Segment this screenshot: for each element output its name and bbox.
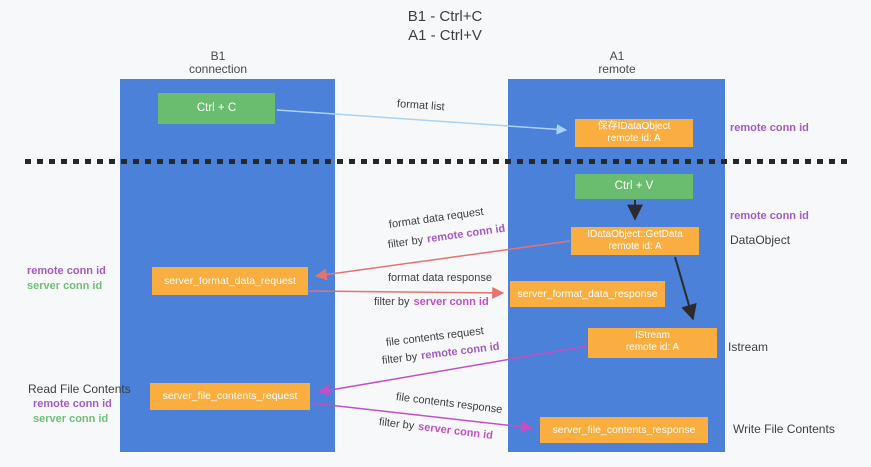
filter-key-remote-conn-id: remote conn id <box>426 222 506 246</box>
participant-b1-name: B1 <box>210 49 226 63</box>
annotation-server-conn-id-bottom-left: server conn id <box>33 413 109 425</box>
diagram-title: B1 - Ctrl+C A1 - Ctrl+V <box>335 7 555 45</box>
box-save-idataobject: 保存IDataObject remote id: A <box>575 119 693 147</box>
box-istream-line1: IStream <box>634 330 670 341</box>
label-format-data-response: format data response <box>388 272 492 284</box>
annotation-istream: Istream <box>728 340 769 354</box>
box-getdata-line2: remote id: A <box>608 241 662 252</box>
box-idataobject-getdata: IDataObject::GetData remote id: A <box>571 227 699 255</box>
box-ctrl-c: Ctrl + C <box>158 93 275 124</box>
annotation-remote-conn-id-mid-left: remote conn id <box>27 265 106 277</box>
participant-a1-name: A1 <box>609 49 625 63</box>
annotation-remote-conn-id-bottom-left: remote conn id <box>33 398 112 410</box>
annotation-write-file-contents: Write File Contents <box>733 422 835 436</box>
filter-key-server-conn-id: server conn id <box>417 420 494 442</box>
box-istream-line2: remote id: A <box>625 342 680 353</box>
filter-prefix: filter by <box>387 234 424 251</box>
annotation-read-file-contents: Read File Contents <box>28 382 131 396</box>
label-format-list: format list <box>396 98 445 114</box>
dashed-separator <box>25 159 848 164</box>
annotation-remote-conn-id-top-right: remote conn id <box>730 122 809 134</box>
box-server-format-data-response: server_format_data_response <box>510 281 665 307</box>
box-server-format-data-request: server_format_data_request <box>152 267 308 295</box>
filter-key-server-conn-id: server conn id <box>413 296 489 308</box>
annotation-remote-conn-id-mid-right: remote conn id <box>730 210 809 222</box>
label-file-contents-response: file contents response <box>395 391 503 416</box>
box-getdata-line1: IDataObject::GetData <box>587 229 683 240</box>
filter-prefix: filter by <box>374 296 410 308</box>
annotation-server-conn-id-mid-left: server conn id <box>27 280 103 292</box>
arrow-format-data-response <box>308 286 505 299</box>
annotation-dataobject: DataObject <box>730 233 791 247</box>
participant-a1-role: remote <box>598 62 636 76</box>
box-istream: IStream remote id: A <box>588 328 717 358</box>
title-line-1: B1 - Ctrl+C <box>407 8 483 25</box>
box-save-idataobject-line2: remote id: A <box>607 133 661 144</box>
box-server-file-contents-response: server_file_contents_response <box>540 417 708 443</box>
box-save-idataobject-line1: 保存IDataObject <box>597 121 671 132</box>
title-line-2: A1 - Ctrl+V <box>408 27 482 44</box>
participant-b1-role: connection <box>188 62 248 76</box>
box-ctrl-v: Ctrl + V <box>575 174 693 199</box>
filter-prefix: filter by <box>378 416 415 433</box>
participant-header-a1: A1 remote <box>557 50 677 76</box>
box-server-file-contents-request: server_file_contents_request <box>150 383 310 410</box>
filter-key-remote-conn-id: remote conn id <box>420 340 501 363</box>
participant-header-b1: B1 connection <box>158 50 278 76</box>
filter-prefix: filter by <box>381 350 418 367</box>
